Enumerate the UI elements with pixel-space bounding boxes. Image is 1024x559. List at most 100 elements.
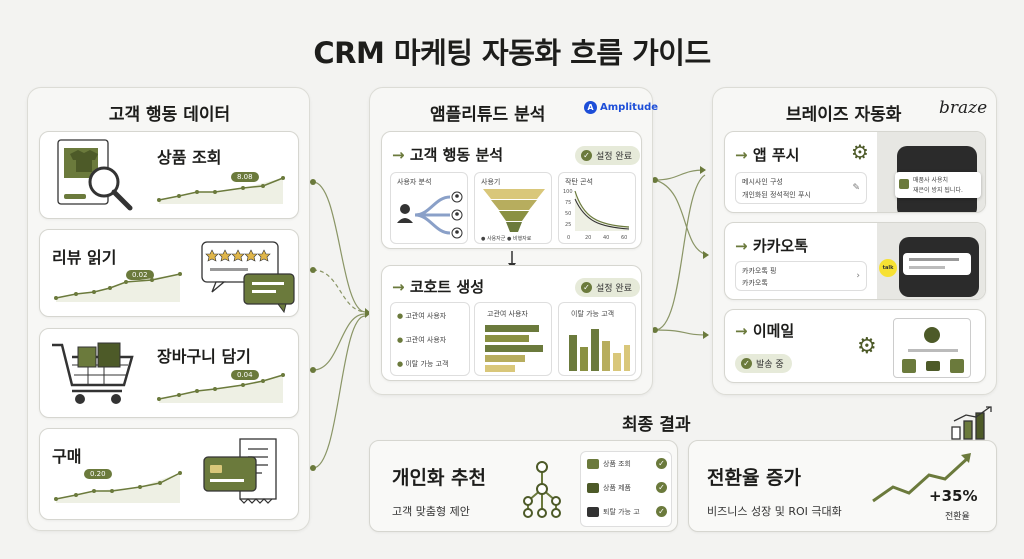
- y-tick: 100: [563, 189, 573, 195]
- value-pill: 0.20: [84, 469, 112, 479]
- user-analysis-box: 사용자 분석: [390, 172, 468, 244]
- personalized-recommendation-card[interactable]: 개인화 추천 고객 맞춤형 제안 상품 조회 ✓ 상품 제품 ✓ 퇴탈 가능 고…: [369, 440, 678, 532]
- growth-trend-icon: [872, 453, 971, 503]
- box-label: 작탄 곤석: [565, 178, 593, 186]
- trend-sparkline: [157, 176, 285, 204]
- magnifier-shirt-icon: [57, 139, 133, 211]
- horizontal-bar-chart: [485, 325, 543, 372]
- retention-curve-chart: 100 75 50 25 0 20 40 60: [563, 189, 630, 241]
- status-badge: ✓설정 완료: [575, 146, 640, 165]
- product-thumbnail: [926, 361, 940, 371]
- y-tick: 75: [565, 200, 571, 206]
- pencil-icon[interactable]: ✎: [852, 183, 860, 193]
- value-pill: 0.04: [231, 370, 259, 380]
- arrow-right-icon: →: [735, 237, 748, 255]
- network-tree-icon: [523, 461, 561, 518]
- behavior-label: 장바구니 담기: [157, 347, 251, 366]
- email-card[interactable]: → 이메일 ✓발송 중 ⚙: [724, 309, 986, 383]
- email-mockup: [893, 318, 971, 378]
- x-tick: 60: [621, 235, 627, 241]
- card-description: 고객 맞춤형 제안: [392, 505, 470, 518]
- trend-sparkline: [54, 272, 182, 302]
- card-title: → 이메일: [735, 322, 795, 340]
- push-notification: 매품사 사용치 재은이 방지 됩니다.: [895, 172, 981, 198]
- funnel-legend: ● 사용자군 ● 비행자료: [481, 236, 532, 242]
- braze-logo: braze: [939, 98, 988, 118]
- arrow-right-icon: →: [392, 146, 405, 164]
- check-icon: ✓: [656, 458, 667, 469]
- card-title: → 카카오톡: [735, 237, 809, 255]
- check-icon: ✓: [741, 358, 752, 369]
- jacket-icon: [587, 506, 599, 517]
- conversion-increase-card[interactable]: 전환율 증가 비즈니스 성장 및 ROI 극대화 +35% 전환율: [688, 440, 997, 532]
- recommendation-item: 퇴탈 가능 고 ✓: [587, 506, 667, 517]
- recommendation-list: 상품 조회 ✓ 상품 제품 ✓ 퇴탈 가능 고 ✓: [580, 451, 672, 527]
- recommendation-item: 상품 조회 ✓: [587, 458, 667, 469]
- trend-sparkline: [54, 471, 182, 503]
- user-branch-icon: [397, 191, 463, 239]
- behavior-analysis-card[interactable]: → 고객 행동 분석 ✓설정 완료 사용자 분석 사용기 ● 사용자군 ● 비행…: [381, 131, 642, 249]
- status-badge: ✓설정 완료: [575, 278, 640, 297]
- kakao-bubble: [903, 253, 971, 275]
- check-icon: ✓: [656, 506, 667, 517]
- cohort-bars-box: 고관여 사용자: [474, 302, 552, 376]
- x-tick: 20: [585, 235, 591, 241]
- box-label: 사용자 분석: [397, 178, 432, 186]
- tshirt-icon: [587, 482, 599, 493]
- tshirt-icon: [587, 458, 599, 469]
- cohort-list-box: ● 고관여 사용자 ● 고관여 사용자 ● 이탈 가능 고객: [390, 302, 470, 376]
- card-title: → 코호트 생성: [392, 278, 485, 296]
- arrow-right-icon: →: [735, 146, 748, 164]
- bar-growth-icon: [951, 406, 992, 440]
- arrow-right-icon: →: [735, 322, 748, 340]
- behavior-card-cart[interactable]: 장바구니 담기 0.04: [39, 328, 299, 418]
- app-icon: [899, 179, 909, 189]
- behavior-card-review[interactable]: 리뷰 읽기 0.02: [39, 229, 299, 317]
- sending-badge: ✓발송 중: [735, 354, 792, 373]
- user-icon: ●: [397, 360, 404, 368]
- behavior-card-product-view[interactable]: 상품 조회 8.08: [39, 131, 299, 219]
- x-tick: 0: [567, 235, 570, 241]
- value-pill: 0.02: [126, 270, 154, 280]
- app-push-card[interactable]: → 앱 푸시 ⚙ 메시사인 구성 개인화된 정석적인 푸시 ✎ 매품사 사용치 …: [724, 131, 986, 213]
- y-tick: 25: [565, 222, 571, 228]
- funnel-chart: [483, 189, 545, 232]
- kakao-talk-icon: talk: [879, 259, 897, 277]
- cohort-item: ● 고관여 사용자: [397, 312, 447, 320]
- check-icon: ✓: [656, 482, 667, 493]
- product-thumbnail: [902, 359, 916, 373]
- chevron-right-icon[interactable]: ›: [856, 271, 860, 281]
- page-title: CRM 마케팅 자동화 흐름 가이드: [313, 36, 711, 70]
- box-label: 이탈 가능 고객: [571, 310, 615, 318]
- amplitude-logo: A Amplitude: [584, 101, 658, 114]
- card-title: 전환율 증가: [707, 467, 802, 489]
- user-icon: ●: [397, 312, 404, 320]
- vertical-bar-chart: [569, 329, 630, 371]
- panel-title: 고객 행동 데이터: [108, 105, 231, 125]
- amplitude-icon: A: [584, 101, 597, 114]
- shopping-cart-icon: [52, 342, 134, 404]
- behavior-label: 상품 조회: [157, 148, 222, 167]
- mail-icon: [924, 327, 940, 343]
- user-icon: ●: [397, 336, 404, 344]
- arrow-right-icon: →: [392, 278, 405, 296]
- trend-sparkline: [157, 373, 285, 403]
- cohort-card[interactable]: → 코호트 생성 ✓설정 완료 ● 고관여 사용자 ● 고관여 사용자 ● 이탈…: [381, 265, 642, 381]
- funnel-box: 사용기 ● 사용자군 ● 비행자료: [474, 172, 552, 244]
- check-icon: ✓: [581, 150, 592, 161]
- credit-card-receipt-icon: [203, 438, 277, 504]
- card-title: 개인화 추천: [392, 467, 487, 489]
- check-icon: ✓: [581, 282, 592, 293]
- behavior-label: 구매: [52, 447, 82, 466]
- churn-bars-box: 이탈 가능 고객: [558, 302, 636, 376]
- y-tick: 50: [565, 211, 571, 217]
- value-pill: 8.08: [231, 172, 259, 182]
- product-thumbnail: [950, 359, 964, 373]
- kakao-card[interactable]: → 카카오톡 카카오톡 핑 카카오톡 › talk: [724, 222, 986, 300]
- gear-icon: ⚙: [851, 140, 869, 164]
- panel-title: 앰플리튜드 분석: [430, 105, 546, 125]
- gear-icon: ⚙: [857, 334, 877, 359]
- card-description: 비즈니스 성장 및 ROI 극대화: [707, 505, 842, 518]
- behavior-card-purchase[interactable]: 구매 0.20: [39, 428, 299, 520]
